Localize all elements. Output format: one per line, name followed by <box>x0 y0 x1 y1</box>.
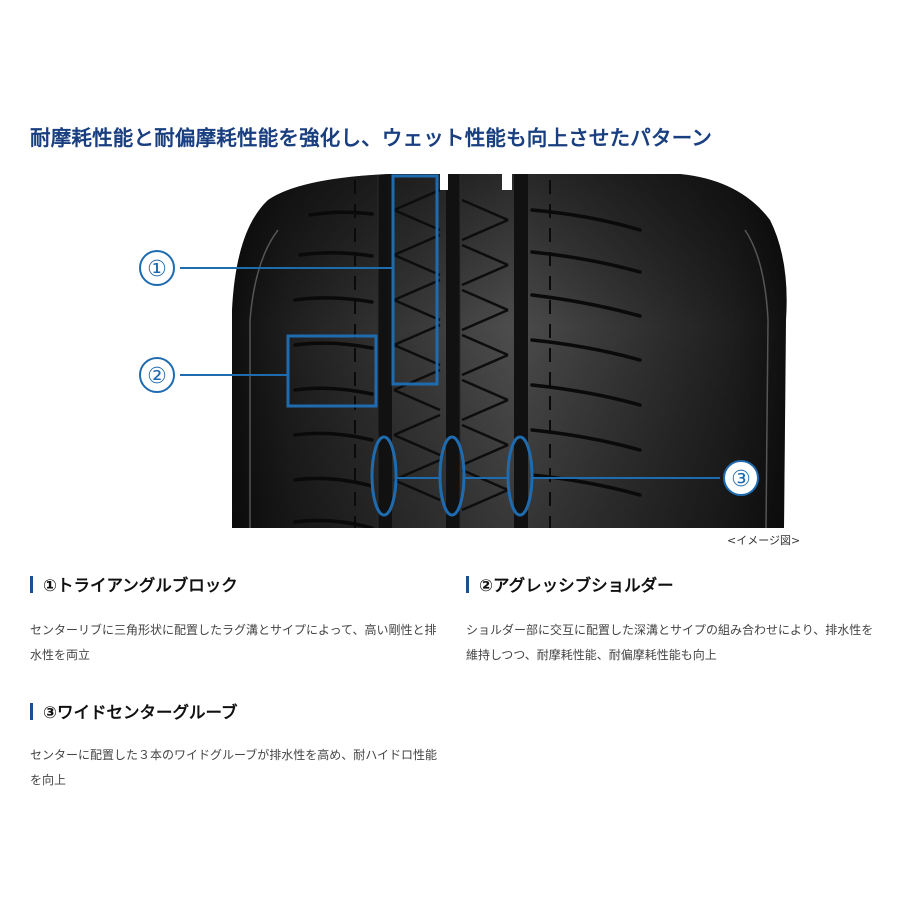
feature-heading-text: ③ワイドセンターグルーブ <box>43 703 238 722</box>
feature-body-wide-center-groove: センターに配置した３本のワイドグルーブが排水性を高め、耐ハイドロ性能を向上 <box>30 748 438 787</box>
svg-text:②: ② <box>147 364 167 389</box>
tire-body <box>232 174 787 528</box>
callout-2: ② <box>139 334 378 408</box>
svg-text:①: ① <box>147 257 167 282</box>
feature-body-triangle-block: センターリブに三角形状に配置したラグ溝とサイプによって、高い剛性と排水性を両立 <box>30 623 437 662</box>
image-caption: <イメージ図> <box>727 534 801 547</box>
heading-accent-bar <box>466 575 469 593</box>
feature-body-aggressive-shoulder: ショルダー部に交互に配置した深溝とサイプの組み合わせにより、排水性を維持しつつ、… <box>466 623 874 662</box>
page-title: 耐摩耗性能と耐偏摩耗性能を強化し、ウェット性能も向上させたパターン <box>30 126 713 150</box>
feature-heading-wide-center-groove: ③ワイドセンターグルーブ <box>30 699 237 723</box>
feature-heading-text: ②アグレッシブショルダー <box>479 576 674 595</box>
svg-text:③: ③ <box>731 467 751 492</box>
feature-heading-text: ①トライアングルブロック <box>43 576 238 595</box>
tire-tread-diagram: ① ② ③ <box>0 160 900 530</box>
callout-3: ③ <box>370 435 759 517</box>
heading-accent-bar <box>30 702 33 720</box>
heading-accent-bar <box>30 575 33 593</box>
feature-heading-aggressive-shoulder: ②アグレッシブショルダー <box>466 572 674 596</box>
callout-1: ① <box>139 174 439 386</box>
feature-heading-triangle-block: ①トライアングルブロック <box>30 572 238 596</box>
